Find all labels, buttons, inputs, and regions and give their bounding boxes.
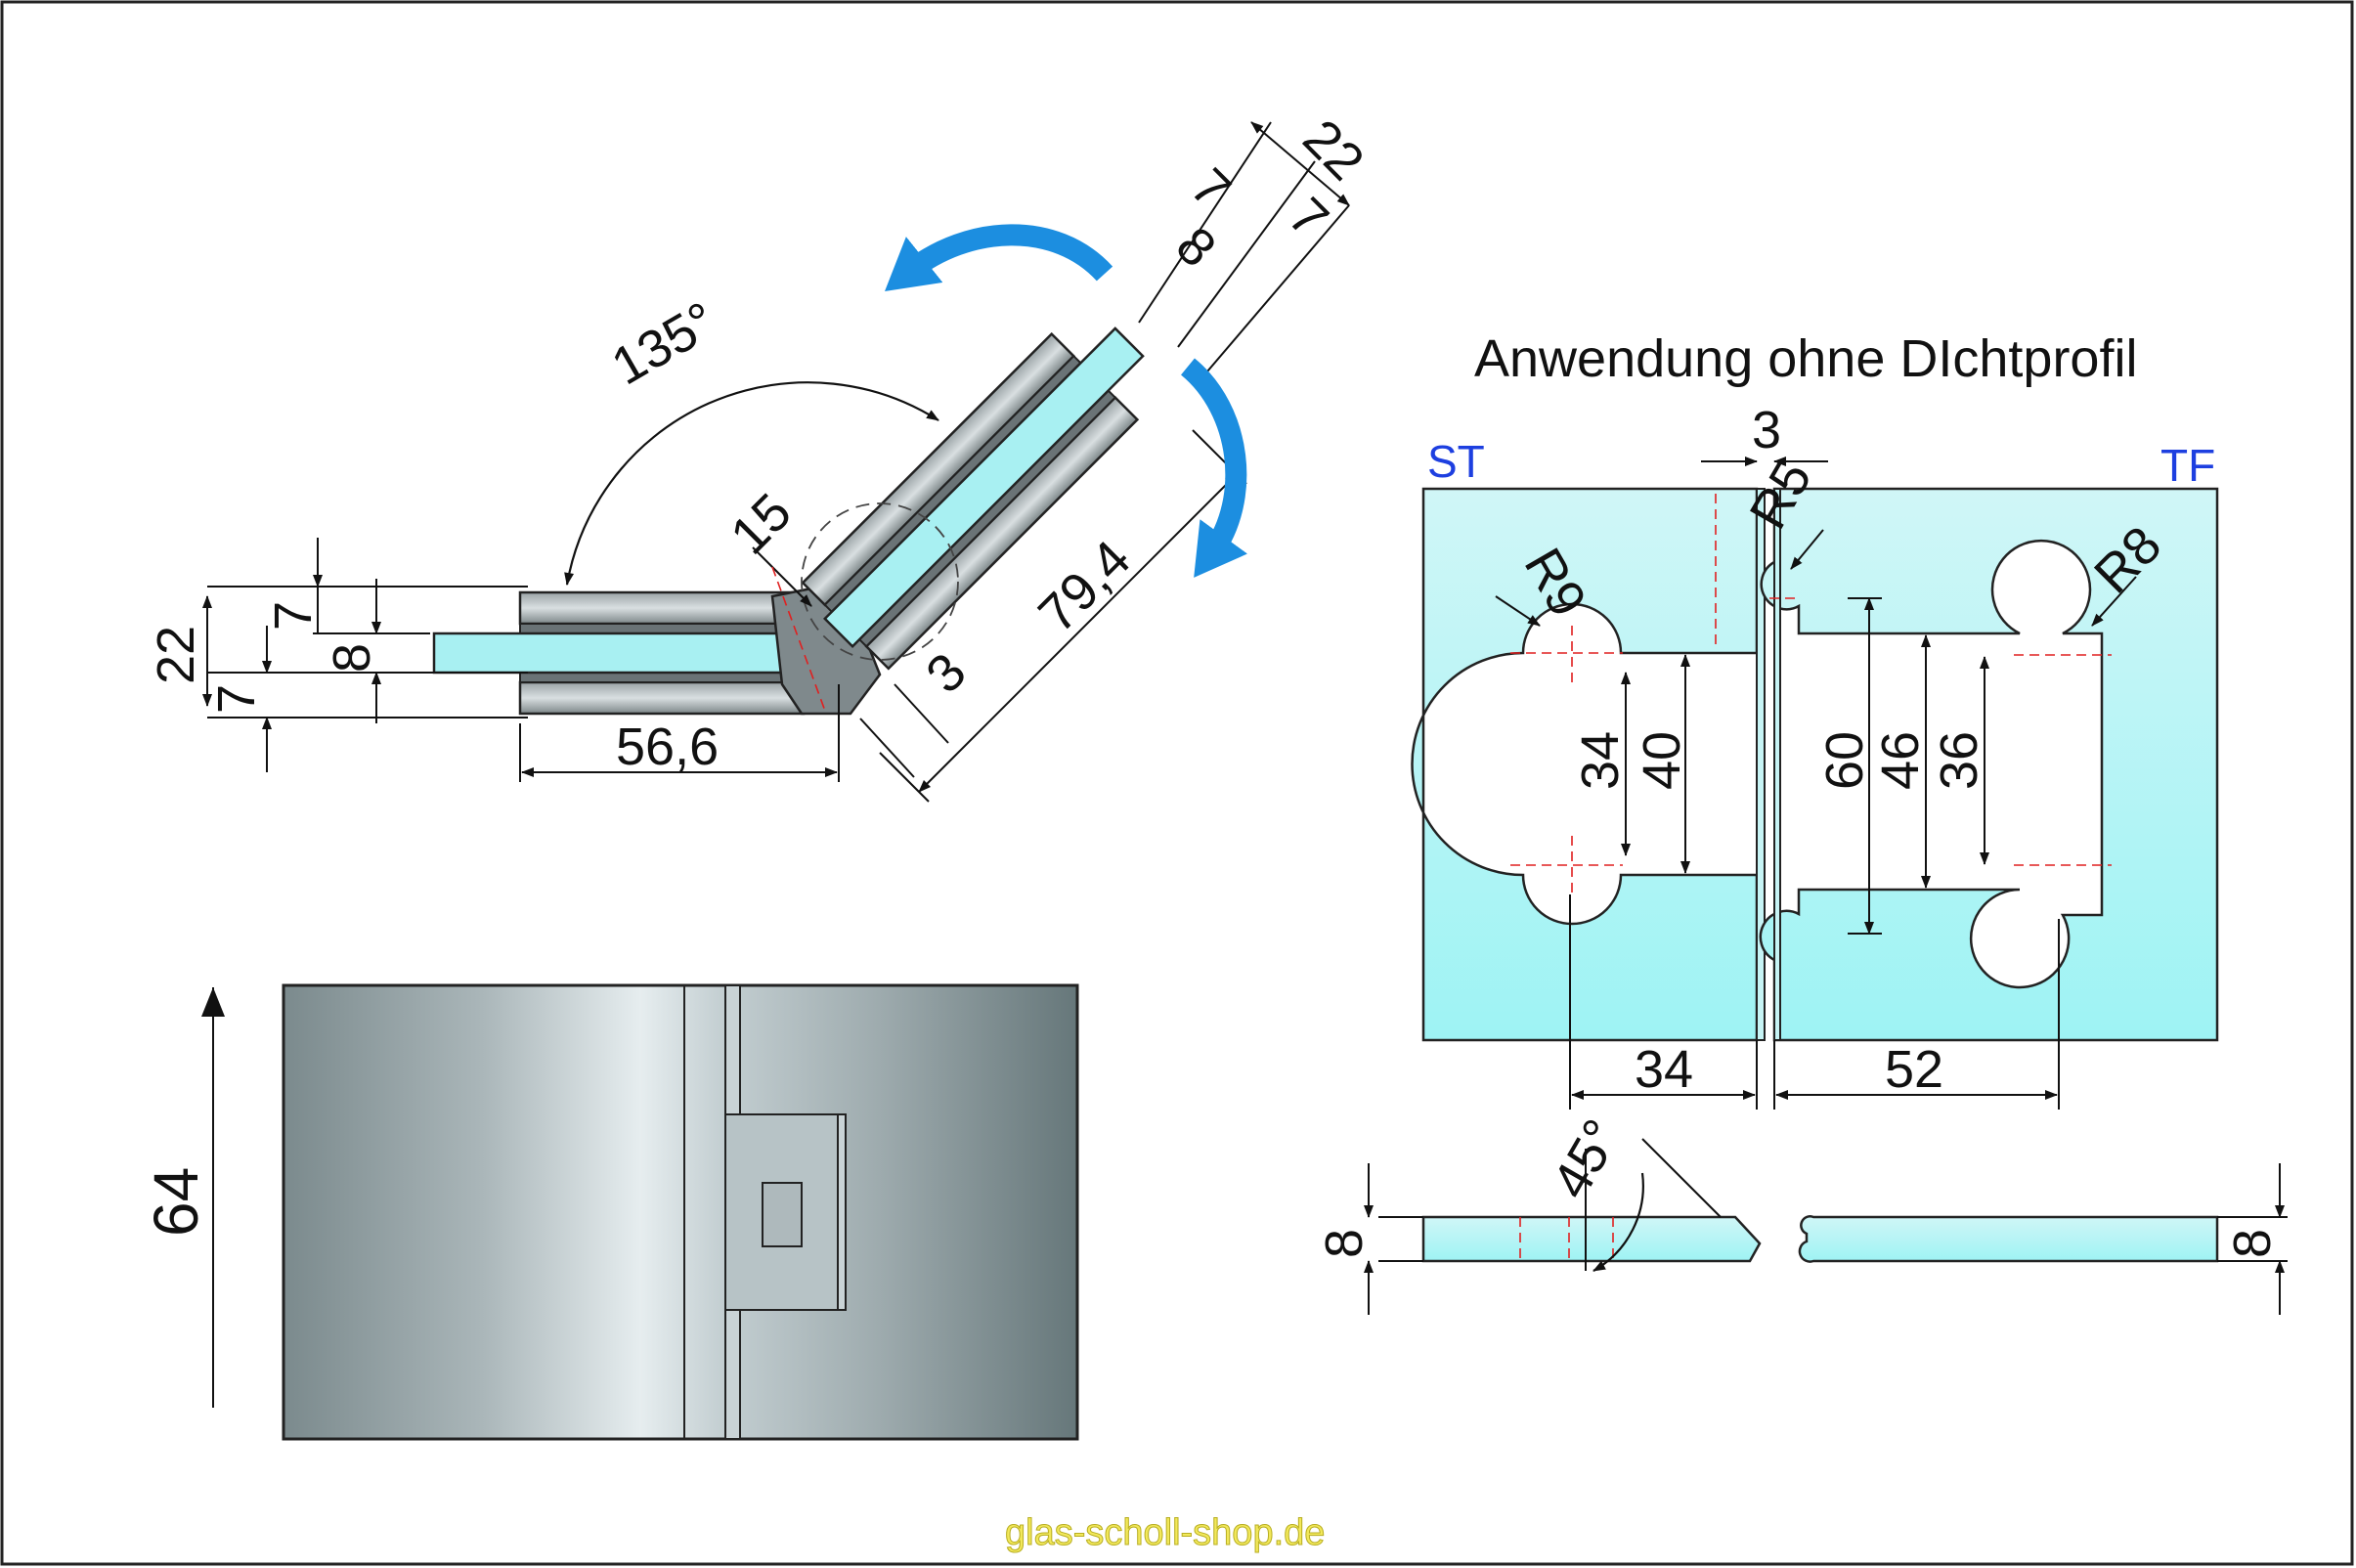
dim-64-arrow-icon [201,987,225,1017]
glass-left-edge [1756,488,1766,1041]
angle-arc [564,381,939,586]
dim-52-label: 52 [1885,1040,1943,1099]
radius-r8-arrow [2091,576,2137,627]
left-glass-pane [432,632,804,675]
angle-45-ext [1641,1138,1722,1218]
glass-right-edge [1773,488,1781,1041]
dim-34v-label: 34 [1571,731,1630,790]
watermark: glas-scholl-shop.de [1005,1512,1325,1553]
angle-135-label: 135° [602,291,726,397]
gap-label: 3 [1752,401,1781,459]
glass-left-st [1411,487,1759,1042]
tag-tf: TF [2160,440,2215,491]
right-clamp [801,327,1145,671]
dim-7-tr-label: 7 [1180,157,1243,220]
edge-view: 45° 8 8 [1315,1110,2288,1315]
angle-45-arc [1592,1172,1644,1272]
dim-8l-label: 8 [1315,1229,1374,1258]
hinge-plate [282,983,1079,1441]
ext-3-a [859,718,915,778]
dim-7b-label: 7 [207,684,266,714]
edge-glass-right [1798,1215,2219,1263]
dim-22-tr-line [1250,121,1350,206]
ext-3-b [894,683,949,744]
rotate-arrow-up-icon [884,224,1113,291]
dim-56-label: 56,6 [616,718,719,776]
dim-40-label: 40 [1633,731,1691,790]
front-view: 64 [141,983,1079,1441]
dim-79-label: 79,4 [1027,530,1142,644]
dim-15-center [771,566,827,715]
ext-tr-3 [1206,204,1350,372]
left-clamp-upper [518,590,806,626]
hinge-screw [762,1182,803,1247]
radius-r9-arrow [1495,595,1541,627]
glass-right-tf [1759,487,2219,1042]
left-clamp-lower [518,680,806,716]
tag-st: ST [1427,436,1485,487]
radius-r5-arrow [1790,529,1824,570]
dim-8-label: 8 [323,643,381,673]
top-view: 135° 22 7 8 7 56,6 15 3 79,4 [147,109,1375,803]
dim-60-label: 60 [1815,731,1874,790]
angle-45-label: 45° [1541,1110,1632,1208]
dim-15-arrow [752,546,812,607]
dim-64-label: 64 [141,1167,211,1237]
dim-8r-label: 8 [2223,1229,2282,1258]
dim-34h-label: 34 [1635,1040,1693,1099]
dim-15-label: 15 [720,483,803,566]
left-clamp-gasket-top [519,623,805,634]
dim-7b-tr-label: 7 [1278,187,1340,249]
rotate-arrow-down-icon [1180,358,1248,578]
ext-tr-1 [1138,121,1272,324]
edge-glass-left [1421,1215,1762,1263]
dim-46-label: 46 [1871,731,1930,790]
dim-3-top-label: 3 [915,642,978,705]
dim-7-label: 7 [264,601,323,631]
ext-79-a [879,752,930,803]
dim-22-label: 22 [147,626,205,684]
left-clamp-gasket-bottom [519,672,805,683]
dim-36-label: 36 [1930,731,1988,790]
section-title: Anwendung ohne DIchtprofil [1474,329,2137,388]
dim-22-tr-label: 22 [1292,109,1375,192]
dim-79-line [918,473,1238,793]
cutout-view: Anwendung ohne DIchtprofil ST TF 3 R5 R9… [1411,329,2219,1110]
